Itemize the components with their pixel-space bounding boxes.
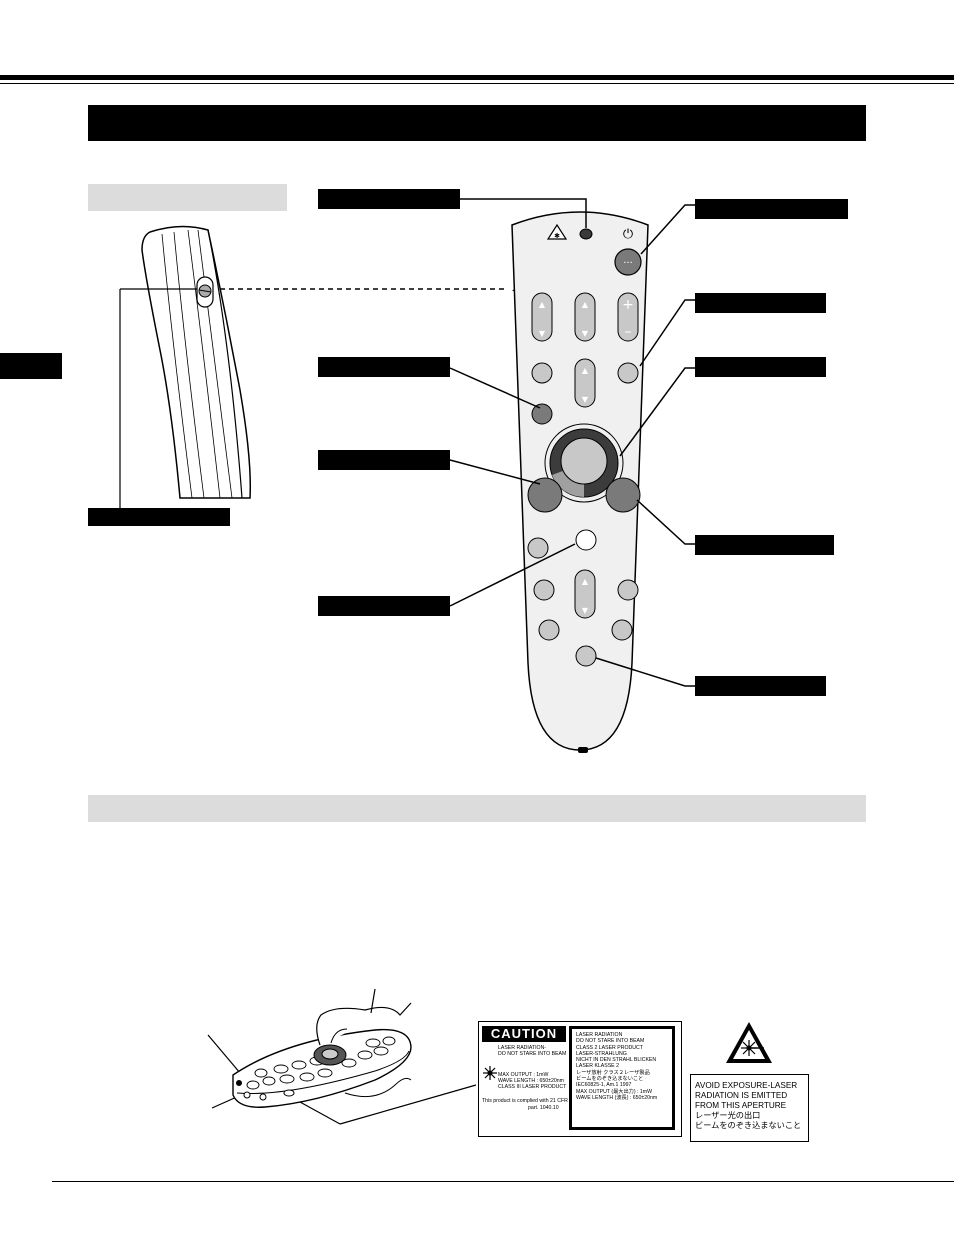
- caution-title: CAUTION: [482, 1026, 566, 1042]
- laser-hazard-triangle-icon: [726, 1022, 772, 1063]
- side-switch-callout: [88, 508, 230, 526]
- footer-rule: [52, 1181, 954, 1182]
- aperture-line: AVOID EXPOSURE-LASER: [695, 1081, 798, 1090]
- button-lower-white[interactable]: [575, 529, 597, 551]
- caution-label: CAUTION LASER RADIATION- DO NOT STARE IN…: [478, 1021, 682, 1137]
- caution-right-line: CLASS 2 LASER PRODUCT: [576, 1044, 643, 1051]
- button-row2-left[interactable]: [531, 362, 553, 384]
- side-view-section-label: [88, 184, 287, 211]
- aperture-line: レーザー光の出口: [695, 1111, 761, 1120]
- aperture-label: AVOID EXPOSURE-LASER RADIATION IS EMITTE…: [690, 1074, 809, 1142]
- laser-aperture: [578, 747, 588, 753]
- caution-label-left: CAUTION LASER RADIATION- DO NOT STARE IN…: [482, 1026, 568, 1111]
- svg-text:▲: ▲: [582, 366, 589, 375]
- aperture-line: ビームをのぞき込まないこと: [695, 1121, 802, 1130]
- rocker-lower[interactable]: [574, 569, 596, 619]
- callout-button-right-1: [695, 293, 826, 313]
- laser-burst-icon: [483, 1065, 497, 1080]
- button-bottom-center[interactable]: [575, 645, 597, 667]
- compliance-line: This product is complied with 21 CFR: [482, 1098, 568, 1105]
- aperture-line: RADIATION IS EMITTED: [695, 1091, 788, 1100]
- caution-spec: CLASS III LASER PRODUCT: [498, 1084, 567, 1091]
- caution-spec: WAVE LENGTH : 650±20nm: [498, 1077, 564, 1084]
- svg-text:▲: ▲: [582, 577, 589, 586]
- header-rule-thick: [0, 75, 954, 80]
- svg-text:▲: ▲: [539, 300, 546, 309]
- power-button[interactable]: [614, 248, 642, 276]
- svg-text:···: ···: [623, 258, 633, 269]
- caution-right-line: WAVE LENGTH (波長) : 650±20nm: [576, 1094, 658, 1101]
- callout-button-left-1: [318, 357, 450, 377]
- callout-point-pad: [695, 357, 826, 377]
- compliance-line: part. 1040.10: [528, 1104, 559, 1111]
- callout-power-button: [695, 199, 848, 219]
- svg-text:▼: ▼: [582, 329, 589, 338]
- button-bottom-right[interactable]: [611, 619, 633, 641]
- rocker-left[interactable]: [531, 292, 553, 342]
- svg-text:▲: ▲: [582, 300, 589, 309]
- button-bottom-left[interactable]: [538, 619, 560, 641]
- caution-label-right: LASER RADIATION DO NOT STARE INTO BEAM C…: [569, 1026, 675, 1130]
- caution-compliance: This product is complied with 21 CFR par…: [482, 1098, 568, 1111]
- rocker-center-2[interactable]: [574, 358, 596, 408]
- chapter-side-tab: [0, 353, 62, 379]
- laser-indicator-light: [579, 228, 593, 240]
- rocker-center[interactable]: [574, 292, 596, 342]
- remote-side-view-illustration: [119, 225, 252, 512]
- caution-line: LASER RADIATION-: [498, 1045, 547, 1051]
- svg-text:✱: ✱: [554, 232, 560, 240]
- callout-button-left-2: [318, 450, 450, 470]
- button-lower-left[interactable]: [527, 537, 549, 559]
- caution-right-line: NICHT IN DEN STRAHL BLICKEN: [576, 1057, 657, 1064]
- caution-right-line: DO NOT STARE INTO BEAM: [576, 1038, 645, 1045]
- svg-text:▼: ▼: [539, 329, 546, 338]
- callout-button-right-3: [695, 676, 826, 696]
- caution-line: DO NOT STARE INTO BEAM: [498, 1051, 567, 1058]
- callout-button-right-2: [695, 535, 834, 555]
- aperture-line: FROM THIS APERTURE: [695, 1101, 787, 1110]
- caution-right-line: MAX OUTPUT (最大出力) : 1mW: [576, 1088, 652, 1095]
- svg-text:+: +: [622, 297, 634, 313]
- laser-section-label: [88, 795, 866, 822]
- caution-warning-lines: LASER RADIATION- DO NOT STARE INTO BEAM: [482, 1045, 566, 1058]
- caution-right-line: レーザ放射 クラス２レーザ製品: [576, 1069, 650, 1076]
- left-click-button[interactable]: [527, 477, 563, 513]
- remote-front-view: ✱ ⏻ ··· ▲ ▼ ▲ ▼ + – ▲ ▼ ▲ ▼: [511, 211, 649, 753]
- button-row3-left[interactable]: [531, 403, 553, 425]
- callout-button-left-3: [318, 596, 450, 616]
- svg-text:▼: ▼: [582, 395, 589, 404]
- caution-right-line: LASER KLASSE 2: [576, 1063, 619, 1070]
- point-pad-center[interactable]: [560, 437, 608, 485]
- caution-spec: MAX OUTPUT : 1mW: [498, 1071, 549, 1078]
- button-lower-left-2[interactable]: [533, 579, 555, 601]
- button-lower-right[interactable]: [617, 579, 639, 601]
- caution-right-line: LASER RADIATION: [576, 1032, 623, 1038]
- callout-laser-indicator: [318, 189, 460, 209]
- svg-text:–: –: [625, 324, 632, 340]
- caution-right-line: ビームをのぞき込まないこと: [576, 1076, 644, 1083]
- right-click-button[interactable]: [605, 477, 641, 513]
- caution-right-line: IEC60825-1, Am.1 1997: [576, 1082, 632, 1089]
- header-rule-thin: [0, 83, 954, 84]
- button-row2-right[interactable]: [617, 362, 639, 384]
- caution-spec-lines: MAX OUTPUT : 1mW WAVE LENGTH : 650±20nm …: [482, 1065, 567, 1091]
- rocker-right[interactable]: [617, 292, 639, 342]
- hand-holding-remote-illustration: [232, 988, 412, 1108]
- caution-right-line: LASER-STRAHLUNG: [576, 1050, 627, 1057]
- power-icon: ⏻: [623, 227, 633, 242]
- page-title-bar: [88, 105, 866, 141]
- svg-text:▼: ▼: [582, 606, 589, 615]
- laser-warning-icon: [546, 223, 568, 240]
